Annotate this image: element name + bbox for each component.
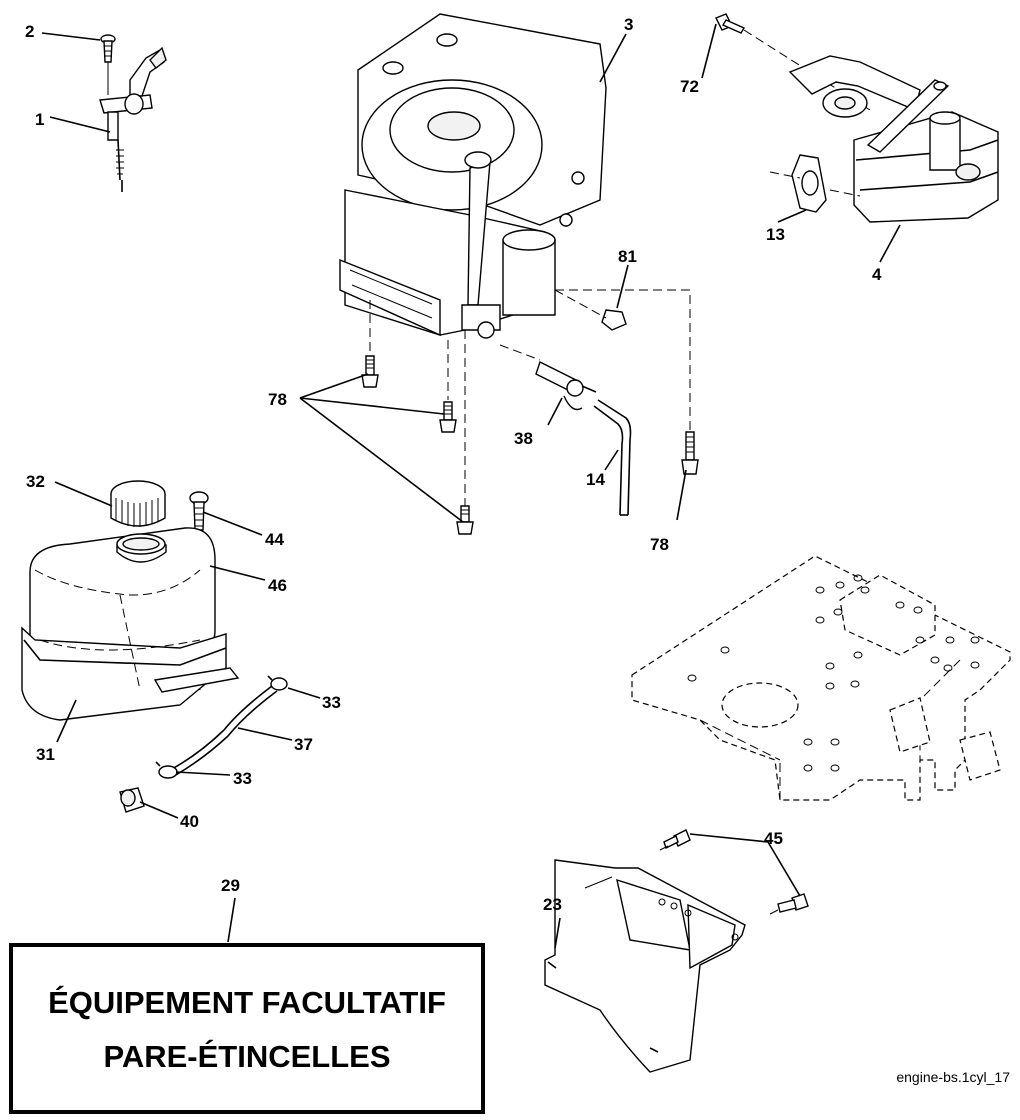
callout-44: 44 bbox=[265, 530, 284, 549]
leader-lines bbox=[41, 23, 901, 949]
fuel-cap-part-32 bbox=[110, 480, 166, 527]
callout-31: 31 bbox=[36, 745, 55, 764]
engine-part bbox=[339, 13, 691, 510]
optional-equipment-box: ÉQUIPEMENT FACULTATIF PARE-ÉTINCELLES bbox=[9, 943, 485, 1114]
callout-40: 40 bbox=[180, 812, 199, 831]
callout-3: 3 bbox=[624, 15, 633, 34]
optional-equipment-line1: ÉQUIPEMENT FACULTATIF bbox=[48, 985, 446, 1020]
figure-caption: engine-bs.1cyl_17 bbox=[896, 1069, 1010, 1085]
callout-81: 81 bbox=[618, 247, 637, 266]
callout-33-top: 33 bbox=[322, 693, 341, 712]
optional-equipment-line2: PARE-ÉTINCELLES bbox=[103, 1039, 390, 1074]
callout-78-left: 78 bbox=[268, 390, 287, 409]
callout-29: 29 bbox=[221, 876, 240, 895]
screw-part-2 bbox=[100, 34, 116, 95]
callout-2: 2 bbox=[25, 22, 34, 41]
callout-32: 32 bbox=[26, 472, 45, 491]
screw-part-45b bbox=[769, 893, 809, 915]
callout-37: 37 bbox=[294, 735, 313, 754]
screw-part-44 bbox=[189, 491, 209, 531]
bolt-part-78a bbox=[361, 355, 379, 388]
fuel-tank-part-31 bbox=[21, 527, 240, 721]
gasket-part-13 bbox=[769, 154, 861, 213]
callout-4: 4 bbox=[872, 265, 882, 284]
screw-part-45a bbox=[659, 829, 691, 851]
frame-reference-outline bbox=[631, 555, 1011, 801]
callout-72: 72 bbox=[680, 77, 699, 96]
bolt-part-78d bbox=[681, 431, 699, 475]
shield-plate-part-23 bbox=[544, 859, 746, 1073]
nut-part-81 bbox=[554, 289, 627, 331]
callout-14: 14 bbox=[586, 470, 605, 489]
callout-38: 38 bbox=[514, 429, 533, 448]
muffler-part-4 bbox=[788, 55, 999, 223]
callout-78-right: 78 bbox=[650, 535, 669, 554]
throttle-control-part bbox=[99, 46, 167, 192]
callout-23: 23 bbox=[543, 895, 562, 914]
clamp-part-33b bbox=[155, 761, 178, 779]
callout-33-bottom: 33 bbox=[233, 769, 252, 788]
callout-labels: 1 2 3 72 13 4 81 78 38 14 78 32 44 46 33… bbox=[25, 15, 882, 914]
callout-46: 46 bbox=[268, 576, 287, 595]
callout-13: 13 bbox=[766, 225, 785, 244]
bolt-part-78b bbox=[439, 401, 457, 433]
clamp-part-33a bbox=[267, 675, 288, 691]
fuel-line-part-14 bbox=[593, 399, 632, 516]
bolt-part-78c bbox=[456, 505, 474, 535]
fuel-hose-part-37 bbox=[169, 685, 278, 777]
callout-1: 1 bbox=[35, 110, 44, 129]
fuel-fitting-part-38 bbox=[535, 361, 597, 411]
bushing-part-40 bbox=[119, 787, 145, 813]
callout-45: 45 bbox=[764, 829, 783, 848]
